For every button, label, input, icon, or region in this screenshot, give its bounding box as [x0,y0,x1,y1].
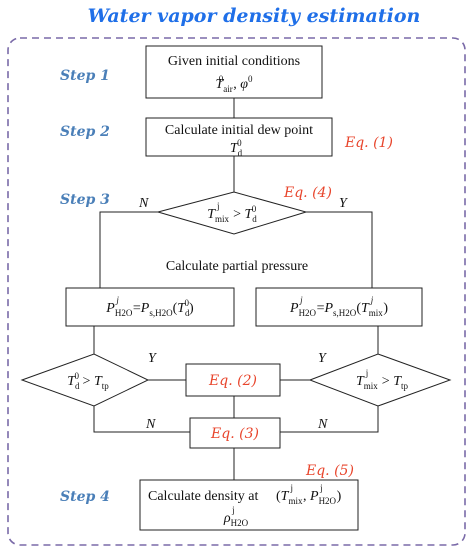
dewpoint-vs-triple-formula: Td0 > Ttp [67,371,109,391]
branch-yes-top: Y [339,196,349,211]
outer-frame [7,37,466,546]
step-1-label: Step 1 [60,68,110,84]
equation-5-label: Eq. (5) [305,463,354,479]
branch-yes-right: Y [318,351,328,366]
initial-conditions-box [145,45,323,99]
density-label: Calculate density at [148,489,259,504]
dewpoint-vs-triple-decision [20,353,150,407]
partial-pressure-caption: Calculate partial pressure [166,259,308,274]
step-4-label: Step 4 [60,489,110,505]
mix-vs-dew-decision [156,191,308,235]
branch-no-right: N [317,417,328,432]
initial-conditions-formula: Tair0, φ0 [215,74,253,94]
branch-no-top: N [138,196,149,211]
initial-conditions-label: Given initial conditions [168,54,300,69]
dew-point-formula: Td0 [230,138,243,158]
diagram-title: Water vapor density estimation [88,5,421,27]
density-box [139,479,359,531]
equation-2-box [185,363,281,397]
dew-point-box [145,117,333,157]
step-2-label: Step 2 [60,124,110,140]
equation-3-box [189,417,281,449]
step-3-label: Step 3 [60,192,110,208]
pressure-mix-box [255,287,423,327]
equation-2-label: Eq. (2) [208,373,257,389]
equation-3-label: Eq. (3) [210,426,259,442]
branch-no-left: N [145,417,156,432]
branch-yes-left: Y [148,351,158,366]
pressure-dewpoint-box [65,287,235,327]
connectors [93,98,379,480]
equation-1-label: Eq. (1) [344,135,393,151]
mix-vs-triple-decision [308,353,452,407]
equation-4-label: Eq. (4) [283,185,332,201]
dew-point-label: Calculate initial dew point [165,123,313,138]
